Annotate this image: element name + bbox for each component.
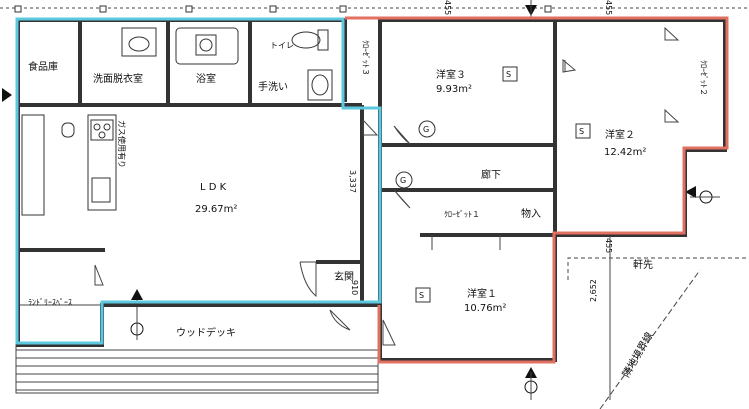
- dim-455-side: 455: [604, 238, 613, 253]
- dim-3337: 3,337: [348, 170, 357, 193]
- kitchen-storage-unit: [21, 114, 45, 216]
- room1-label: 洋室１: [467, 287, 497, 300]
- storage-label: 物入: [521, 207, 541, 220]
- bedroom-zone-outline: [345, 16, 729, 364]
- wood-deck: [15, 304, 379, 394]
- ldk-area: 29.67m²: [195, 204, 237, 215]
- gas-marker-1: G: [418, 120, 436, 138]
- room2-area: 12.42m²: [604, 147, 646, 158]
- svg-text:S: S: [579, 127, 584, 136]
- south-deck-arrow-icon: [130, 289, 144, 340]
- eaves-line: [567, 257, 749, 280]
- room3-label: 洋室３: [436, 68, 466, 81]
- wood-deck-label: ウッドデッキ: [176, 326, 236, 339]
- hallway-label: 廊下: [481, 168, 501, 181]
- sensor-marker-r1: S: [415, 287, 431, 303]
- svg-text:S: S: [506, 70, 511, 79]
- pantry-label: 食品庫: [28, 60, 58, 73]
- grid-markers-top: [0, 5, 749, 13]
- laundry-label: ﾗﾝﾄﾞﾘｰｽﾍﾟｰｽ: [28, 298, 72, 307]
- closet3-label: ｸﾛｰｾﾞｯﾄ３: [361, 40, 370, 76]
- east-arrow-icon: [685, 186, 720, 204]
- sensor-marker-r2: S: [575, 123, 591, 139]
- room1-area: 10.76m²: [464, 303, 506, 314]
- bathtub-icon: [175, 27, 239, 65]
- kitchen-counter: [87, 114, 117, 211]
- room2-label: 洋室２: [605, 128, 635, 141]
- gas-use-label: ガス使用有り: [117, 120, 127, 168]
- svg-text:G: G: [400, 176, 406, 185]
- handwash-label: 手洗い: [258, 80, 288, 93]
- dim-2652: 2,652: [589, 279, 598, 302]
- toilet-icon: [291, 29, 329, 51]
- west-arrow-icon: [2, 88, 12, 102]
- bath-label: 浴室: [196, 72, 216, 85]
- toilet-label: トイレ: [270, 41, 294, 50]
- dim-455-top-1: 455: [443, 0, 452, 15]
- svg-text:G: G: [423, 125, 429, 134]
- closet2-label: ｸﾛｰｾﾞｯﾄ２: [699, 60, 708, 96]
- ldk-label: L D K: [200, 182, 227, 193]
- washbasin-icon: [121, 27, 157, 57]
- ldk-zone-outline: [15, 17, 382, 345]
- walls: [16, 18, 727, 362]
- gas-marker-2: G: [395, 171, 413, 189]
- door-swings: [94, 26, 680, 346]
- entrance-label: 玄関: [334, 270, 354, 283]
- dim-910: 910: [350, 280, 359, 295]
- dim-455-top-2: 455: [604, 0, 613, 15]
- room3-area: 9.93m²: [436, 84, 472, 95]
- boundary-label: 隣地境界線: [619, 330, 655, 380]
- sensor-marker-r3: S: [502, 66, 518, 82]
- washroom-label: 洗面脱衣室: [93, 72, 143, 85]
- closet1-label: ｸﾛｰｾﾞｯﾄ１: [444, 210, 480, 219]
- svg-text:S: S: [419, 291, 424, 300]
- handwash-sink-icon: [307, 69, 333, 101]
- dining-table-icon: [61, 122, 75, 138]
- eaves-label: 軒先: [633, 259, 653, 271]
- boundary-line: [599, 269, 701, 409]
- north-arrow-bottom-icon: [524, 367, 538, 400]
